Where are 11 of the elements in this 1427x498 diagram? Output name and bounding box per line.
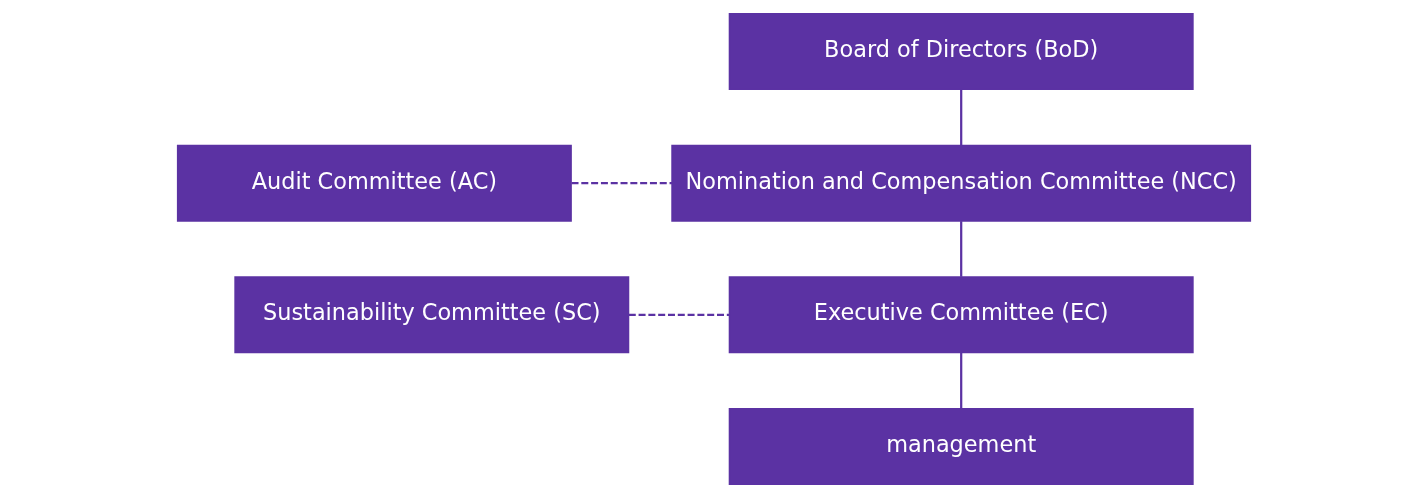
node-box: Nomination and Compensation Committee (NCC) [670,144,1251,222]
node-box: Board of Directors (BoD) [728,13,1194,91]
connector [959,89,962,146]
connector [628,313,729,316]
node-box: Executive Committee (EC) [728,276,1194,354]
node-box: Sustainability Committee (SC) [233,276,629,354]
connector [959,221,962,277]
connector [959,352,962,409]
connector [571,182,672,185]
node-box: management [728,407,1194,485]
node-box: Audit Committee (AC) [176,144,572,222]
